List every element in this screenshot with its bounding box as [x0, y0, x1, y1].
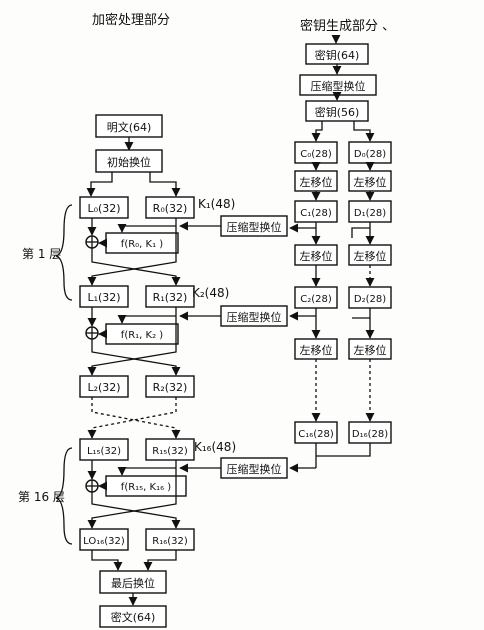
- L0-box: [79, 196, 129, 219]
- pc2-2-label: 压缩型换位: [227, 310, 282, 324]
- L0-label: L₀(32): [87, 202, 120, 215]
- shift-D-2-label: 左移位: [354, 249, 387, 263]
- R2-box: [145, 375, 195, 398]
- D2-label: D₂(28): [354, 294, 386, 305]
- R0-box: [145, 196, 195, 219]
- pc2-1-box: [220, 215, 288, 237]
- L2-label: L₂(32): [87, 381, 120, 394]
- R15-box: [145, 438, 195, 461]
- L1-label: L₁(32): [87, 291, 120, 304]
- C16-label: C₁₆(28): [298, 429, 334, 440]
- D1-label: D₁(28): [354, 208, 386, 219]
- key56-label: 密钥(56): [315, 105, 360, 119]
- L1-box: [79, 285, 129, 308]
- D16-label: D₁₆(28): [352, 429, 388, 440]
- f1-label: f(R₀, K₁ ): [121, 239, 163, 250]
- R15-label: R₁₅(32): [152, 446, 188, 457]
- R0-label: R₀(32): [153, 202, 188, 215]
- round-16-brace: [55, 447, 73, 545]
- K1-label: K₁(48): [198, 197, 235, 211]
- key56-box: [305, 100, 369, 122]
- ciphertext-label: 密文(64): [111, 610, 156, 624]
- round-1-label: 第 1 层: [22, 247, 61, 261]
- keygen-heading: 密钥生成部分 、: [300, 18, 395, 34]
- plaintext-label: 明文(64): [107, 120, 152, 134]
- shift-D-1-label: 左移位: [354, 175, 387, 189]
- R1-box: [145, 285, 195, 308]
- L15-label: L₁₅(32): [87, 446, 121, 457]
- f2-label: f(R₁, K₂ ): [121, 330, 163, 341]
- L16-label: LO₁₆(32): [83, 536, 125, 547]
- C0-label: C₀(28): [300, 149, 332, 160]
- f16-label: f(R₁₅, K₁₆ ): [121, 482, 171, 493]
- pc2-1-label: 压缩型换位: [227, 220, 282, 234]
- shift-C-2-label: 左移位: [300, 249, 333, 263]
- shift-C-1-label: 左移位: [300, 175, 333, 189]
- R16-label: R₁₆(32): [152, 536, 188, 547]
- R16-box: [145, 528, 195, 551]
- K2-label: K₂(48): [192, 286, 229, 300]
- pc1-label: 压缩型换位: [311, 79, 366, 93]
- L15-box: [79, 438, 129, 461]
- L2-box: [79, 375, 129, 398]
- pc2-16-box: [220, 457, 288, 479]
- C1-label: C₁(28): [300, 208, 332, 219]
- shift-D-3-label: 左移位: [354, 343, 387, 357]
- pc2-16-label: 压缩型换位: [227, 462, 282, 476]
- encryption-heading: 加密处理部分: [92, 12, 170, 28]
- L16-box: [79, 528, 129, 551]
- round-1-brace: [55, 204, 73, 301]
- ciphertext-box: [99, 605, 167, 628]
- R1-label: R₁(32): [153, 291, 188, 304]
- final-permutation-label: 最后换位: [111, 576, 155, 590]
- initial-permutation-label: 初始换位: [107, 155, 151, 169]
- round-16-label: 第 16 层: [18, 490, 65, 504]
- K16-label: K₁₆(48): [194, 440, 236, 454]
- D0-label: D₀(28): [354, 149, 386, 160]
- pc2-2-box: [220, 305, 288, 327]
- initial-permutation-box: [95, 149, 163, 173]
- key64-label: 密钥(64): [315, 48, 360, 62]
- C2-label: C₂(28): [300, 294, 332, 305]
- R2-label: R₂(32): [153, 381, 188, 394]
- shift-C-3-label: 左移位: [300, 343, 333, 357]
